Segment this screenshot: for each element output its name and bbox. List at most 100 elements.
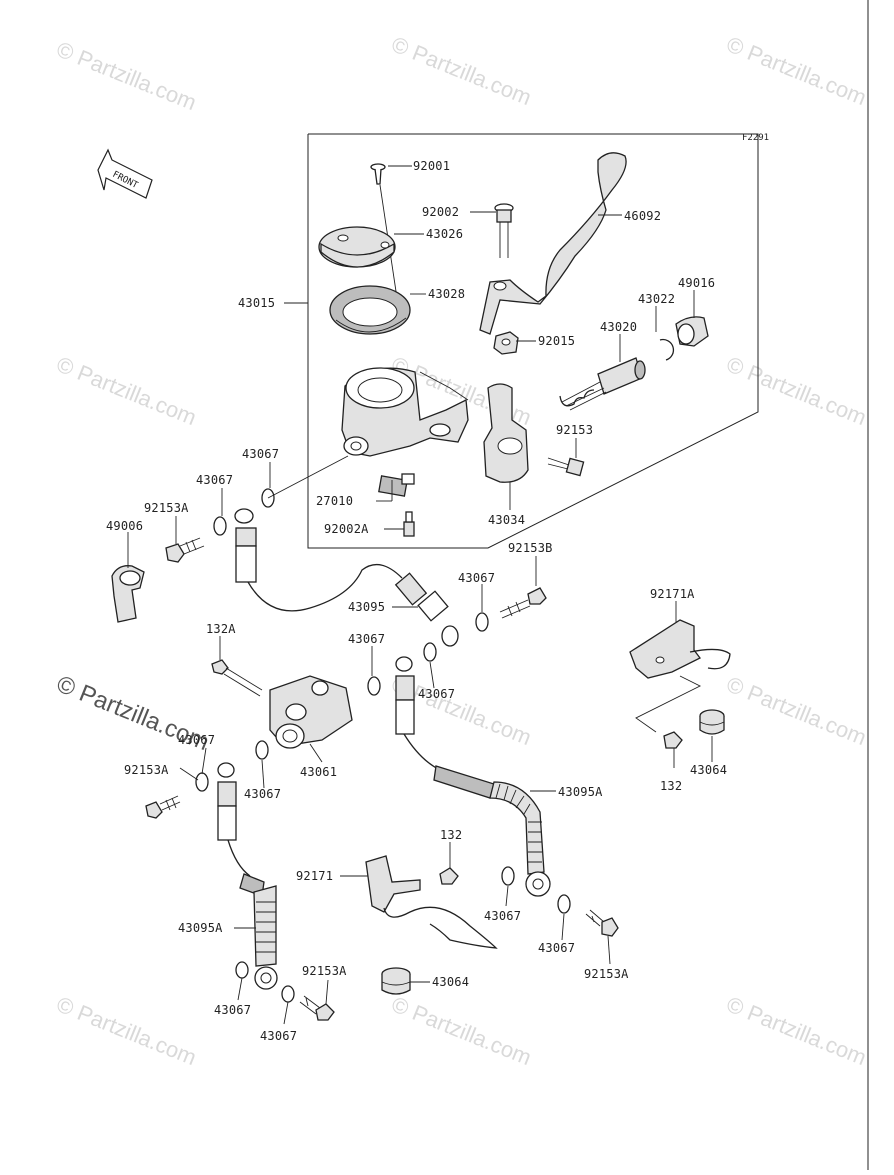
label-43067: 43067 — [244, 787, 281, 801]
label-92153: 92153 — [556, 423, 593, 437]
label-43020: 43020 — [600, 320, 637, 334]
leader-line — [635, 675, 702, 733]
label-46092: 46092 — [624, 209, 661, 223]
label-49006: 49006 — [106, 519, 143, 533]
label-43067: 43067 — [260, 1029, 297, 1043]
label-43095: 43095 — [348, 600, 385, 614]
reservoir-cap-43026 — [318, 226, 396, 268]
label-43026: 43026 — [426, 227, 463, 241]
washer-43067 — [235, 961, 249, 979]
brake-hose-43095A — [239, 873, 278, 990]
label-43067: 43067 — [196, 473, 233, 487]
label-43067: 43067 — [484, 909, 521, 923]
brake-hose-43095A — [403, 733, 441, 771]
label-92153A: 92153A — [124, 763, 169, 777]
bolt-132A — [211, 659, 263, 697]
watermark: © Partzilla.com — [53, 36, 200, 115]
bolt-132 — [439, 867, 459, 885]
screw-92001 — [370, 163, 386, 185]
label-49016: 49016 — [678, 276, 715, 290]
banjo-bolt-92153A — [299, 995, 335, 1021]
label-43028: 43028 — [428, 287, 465, 301]
washer-43067 — [255, 740, 269, 760]
bolt-92153 — [547, 457, 585, 477]
label-43067: 43067 — [214, 1003, 251, 1017]
label-92153B: 92153B — [508, 541, 553, 555]
figure-code: F2291 — [742, 133, 769, 143]
nut-92015 — [493, 331, 519, 355]
washer-43067 — [213, 516, 227, 536]
banjo-bolt-92153A — [585, 909, 619, 937]
leader-lines — [127, 165, 713, 1025]
label-43095A: 43095A — [558, 785, 603, 799]
label-132: 132 — [440, 828, 462, 842]
hose-fitting — [394, 572, 459, 647]
washer-43067 — [501, 866, 515, 886]
label-92153A: 92153A — [302, 964, 347, 978]
label-92001: 92001 — [413, 159, 450, 173]
watermark: © Partzilla.com — [723, 31, 870, 110]
watermark: © Partzilla.com — [723, 671, 870, 750]
hose-fitting — [395, 656, 415, 735]
watermark: © Partzilla.com — [723, 991, 870, 1070]
brake-hose-43095A — [227, 839, 251, 877]
watermark: © Partzilla.com — [53, 351, 200, 430]
label-92015: 92015 — [538, 334, 575, 348]
master-cylinder-body-43015 — [341, 367, 469, 457]
banjo-bolt-92153A — [165, 537, 205, 563]
label-92171: 92171 — [296, 869, 333, 883]
switch-27010 — [378, 473, 415, 497]
label-43064: 43064 — [432, 975, 469, 989]
pivot-bolt-92002 — [494, 203, 514, 258]
label-43067: 43067 — [538, 941, 575, 955]
label-43067: 43067 — [458, 571, 495, 585]
washer-43067 — [423, 642, 437, 662]
label-43067: 43067 — [348, 632, 385, 646]
label-92153A: 92153A — [584, 967, 629, 981]
lever-46092 — [479, 152, 627, 335]
label-92153A: 92153A — [144, 501, 189, 515]
assembly-frame — [307, 133, 759, 549]
boot-49016 — [675, 316, 709, 347]
bushing-43064 — [381, 967, 411, 995]
label-43067: 43067 — [418, 687, 455, 701]
clamp-43034 — [483, 383, 529, 483]
banjo-bolt-92153A — [145, 795, 181, 819]
screw-92002A — [403, 511, 415, 537]
label-132A: 132A — [206, 622, 236, 636]
washer-43067 — [475, 612, 489, 632]
bolt-132 — [663, 731, 683, 749]
washer-43067 — [557, 894, 571, 914]
label-43067: 43067 — [178, 733, 215, 747]
bleeder-cap-49006 — [111, 565, 145, 623]
label-43064: 43064 — [690, 763, 727, 777]
label-43095A: 43095A — [178, 921, 223, 935]
bracket-92171A — [629, 619, 731, 679]
watermark: © Partzilla.com — [388, 31, 535, 110]
label-43015: 43015 — [238, 296, 275, 310]
label-92002: 92002 — [422, 205, 459, 219]
bushing-43064 — [699, 709, 725, 735]
label-43067: 43067 — [242, 447, 279, 461]
brake-hose-43095A — [433, 765, 551, 897]
label-132: 132 — [660, 779, 682, 793]
washer-43067 — [281, 985, 295, 1003]
front-arrow-icon: FRONT — [97, 148, 153, 199]
brake-hose-43095 — [247, 563, 403, 612]
label-92002A: 92002A — [324, 522, 369, 536]
label-43034: 43034 — [488, 513, 525, 527]
washer-43067 — [195, 772, 209, 792]
label-43061: 43061 — [300, 765, 337, 779]
watermark: © Partzilla.com — [53, 991, 200, 1070]
diaphragm-43028 — [329, 285, 411, 335]
bracket-92171 — [365, 855, 498, 949]
washer-43067 — [367, 676, 381, 696]
hose-fitting — [217, 762, 237, 841]
watermark: © Partzilla.com — [388, 991, 535, 1070]
label-27010: 27010 — [316, 494, 353, 508]
junction-block-43061 — [269, 675, 353, 749]
banjo-fitting — [234, 508, 257, 583]
label-43022: 43022 — [638, 292, 675, 306]
